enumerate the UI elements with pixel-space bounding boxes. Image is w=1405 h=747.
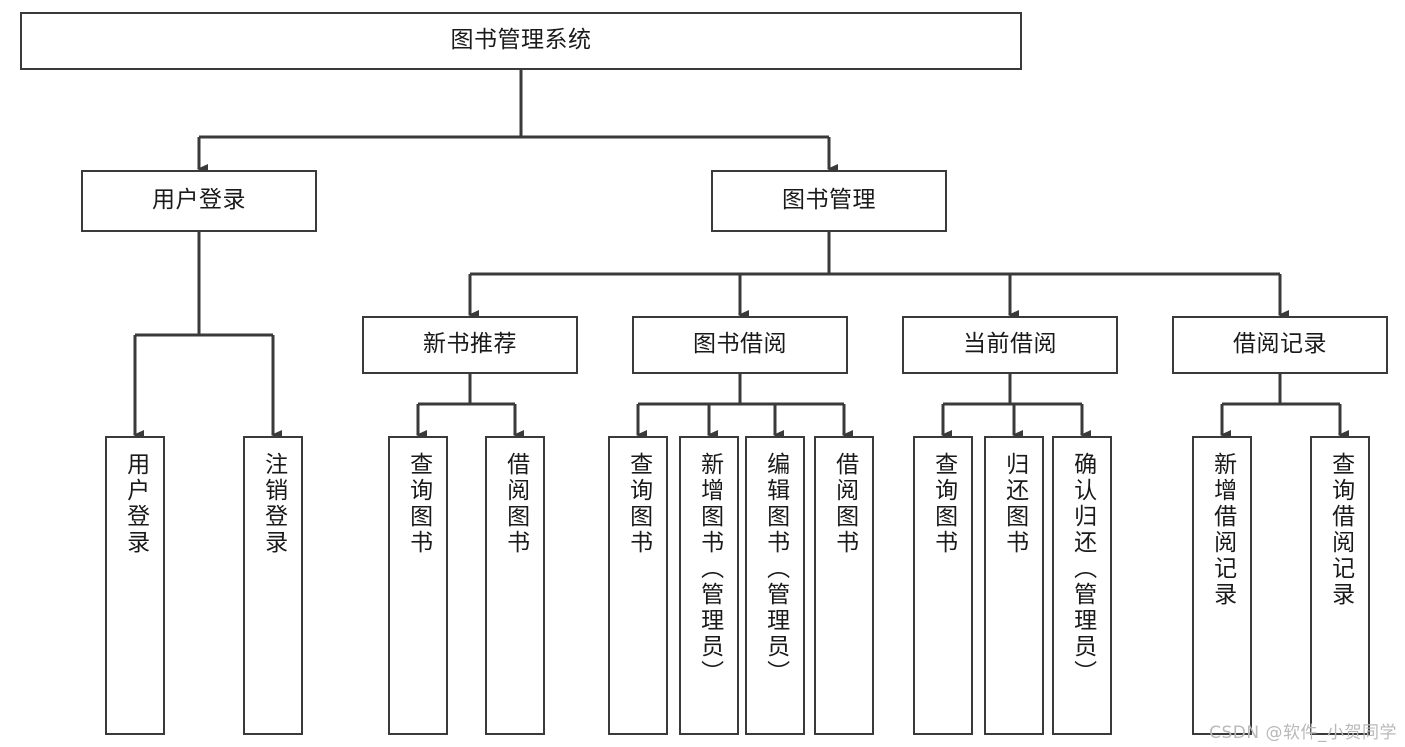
node-n_cur[interactable]: 当前借阅 — [902, 316, 1118, 374]
node-l_cur3[interactable]: 确认归还（管理员） — [1052, 436, 1112, 735]
node-n_rec[interactable]: 借阅记录 — [1172, 316, 1388, 374]
node-label: 查询图书 — [930, 452, 957, 556]
node-l_bor3[interactable]: 编辑图书（管理员） — [745, 436, 805, 735]
node-l_rec2[interactable]: 查询借阅记录 — [1310, 436, 1370, 735]
node-l_login1[interactable]: 用户登录 — [105, 436, 165, 735]
node-l_bor2[interactable]: 新增图书（管理员） — [679, 436, 739, 735]
node-l_new2[interactable]: 借阅图书 — [485, 436, 545, 735]
node-l_login2[interactable]: 注销登录 — [243, 436, 303, 735]
node-label: 借阅图书 — [831, 452, 858, 556]
node-l_cur1[interactable]: 查询图书 — [913, 436, 973, 735]
node-label: 确认归还（管理员） — [1069, 452, 1096, 686]
node-label: 注销登录 — [260, 452, 287, 556]
node-label: 借阅记录 — [1233, 331, 1327, 358]
node-n_login[interactable]: 用户登录 — [81, 170, 317, 232]
node-label: 当前借阅 — [963, 331, 1057, 358]
node-l_new1[interactable]: 查询图书 — [388, 436, 448, 735]
node-l_rec1[interactable]: 新增借阅记录 — [1192, 436, 1252, 735]
node-n_borrow[interactable]: 图书借阅 — [632, 316, 848, 374]
node-l_bor4[interactable]: 借阅图书 — [814, 436, 874, 735]
node-label: 用户登录 — [152, 187, 246, 214]
node-root[interactable]: 图书管理系统 — [20, 12, 1022, 70]
node-label: 归还图书 — [1001, 452, 1028, 556]
node-label: 查询借阅记录 — [1327, 452, 1354, 608]
node-n_new[interactable]: 新书推荐 — [362, 316, 578, 374]
node-label: 图书借阅 — [693, 331, 787, 358]
node-label: 新增借阅记录 — [1209, 452, 1236, 608]
node-n_mgmt[interactable]: 图书管理 — [711, 170, 947, 232]
node-label: 借阅图书 — [502, 452, 529, 556]
node-label: 编辑图书（管理员） — [762, 452, 789, 686]
node-label: 图书管理 — [782, 187, 876, 214]
node-label: 新书推荐 — [423, 331, 517, 358]
connector-lines — [133, 70, 1349, 440]
node-label: 新增图书（管理员） — [696, 452, 723, 686]
node-label: 查询图书 — [625, 452, 652, 556]
node-l_cur2[interactable]: 归还图书 — [984, 436, 1044, 735]
node-label: 查询图书 — [405, 452, 432, 556]
node-label: 用户登录 — [122, 452, 149, 556]
node-l_bor1[interactable]: 查询图书 — [608, 436, 668, 735]
node-label: 图书管理系统 — [450, 27, 592, 54]
